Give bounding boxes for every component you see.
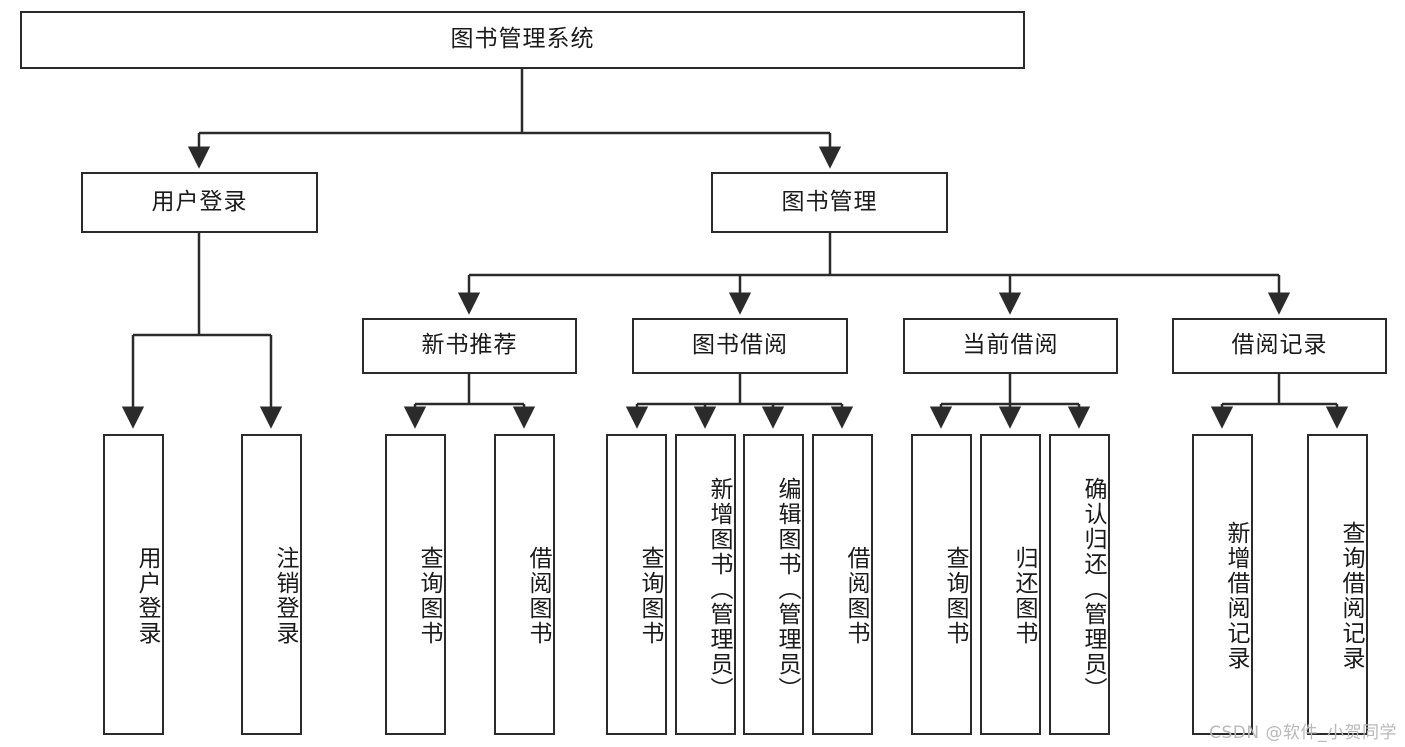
node-label: 图书借阅 xyxy=(692,332,788,359)
leaf-borrow-book-recommend[interactable]: 借阅图书 xyxy=(494,434,555,735)
node-label: 查询图书 xyxy=(416,545,442,646)
node-label: 用户登录 xyxy=(151,188,248,215)
node-label: 归还图书 xyxy=(1011,545,1037,646)
leaf-query-book-borrow[interactable]: 查询图书 xyxy=(606,434,667,735)
node-borrow-record[interactable]: 借阅记录 xyxy=(1172,318,1387,374)
node-label: 查询图书 xyxy=(637,545,663,646)
node-label: 借阅图书 xyxy=(843,545,869,646)
node-label: 注销登录 xyxy=(272,545,298,646)
leaf-logout-login[interactable]: 注销登录 xyxy=(241,434,302,735)
node-label: 借阅记录 xyxy=(1231,332,1328,359)
leaf-add-book-admin[interactable]: 新增图书（管理员） xyxy=(675,434,736,735)
node-book-borrow[interactable]: 图书借阅 xyxy=(632,318,848,374)
leaf-query-book-current[interactable]: 查询图书 xyxy=(911,434,972,735)
leaf-query-book-recommend[interactable]: 查询图书 xyxy=(385,434,446,735)
node-label: 用户登录 xyxy=(134,545,160,646)
node-current-borrow[interactable]: 当前借阅 xyxy=(903,318,1118,374)
leaf-return-book[interactable]: 归还图书 xyxy=(980,434,1041,735)
leaf-borrow-book[interactable]: 借阅图书 xyxy=(812,434,873,735)
node-label: 编辑图书（管理员） xyxy=(774,477,800,702)
leaf-edit-book-admin[interactable]: 编辑图书（管理员） xyxy=(743,434,804,735)
leaf-add-borrow-record[interactable]: 新增借阅记录 xyxy=(1192,434,1253,735)
node-book-manage[interactable]: 图书管理 xyxy=(711,172,948,233)
node-label: 图书管理 xyxy=(781,188,878,215)
node-root-book-management-system[interactable]: 图书管理系统 xyxy=(20,11,1025,69)
node-label: 确认归还（管理员） xyxy=(1080,477,1106,702)
leaf-confirm-return-admin[interactable]: 确认归还（管理员） xyxy=(1049,434,1110,735)
node-label: 当前借阅 xyxy=(962,332,1059,359)
leaf-query-borrow-record[interactable]: 查询借阅记录 xyxy=(1307,434,1368,735)
leaf-user-login[interactable]: 用户登录 xyxy=(103,434,164,735)
node-label: 图书管理系统 xyxy=(450,26,595,53)
node-label: 新增借阅记录 xyxy=(1223,520,1249,671)
node-label: 借阅图书 xyxy=(525,545,551,646)
node-label: 新增图书（管理员） xyxy=(706,477,732,702)
node-new-book-recommend[interactable]: 新书推荐 xyxy=(362,318,577,374)
node-user-login[interactable]: 用户登录 xyxy=(81,172,318,233)
node-label: 查询借阅记录 xyxy=(1338,520,1364,671)
node-label: 查询图书 xyxy=(942,545,968,646)
node-label: 新书推荐 xyxy=(421,332,518,359)
